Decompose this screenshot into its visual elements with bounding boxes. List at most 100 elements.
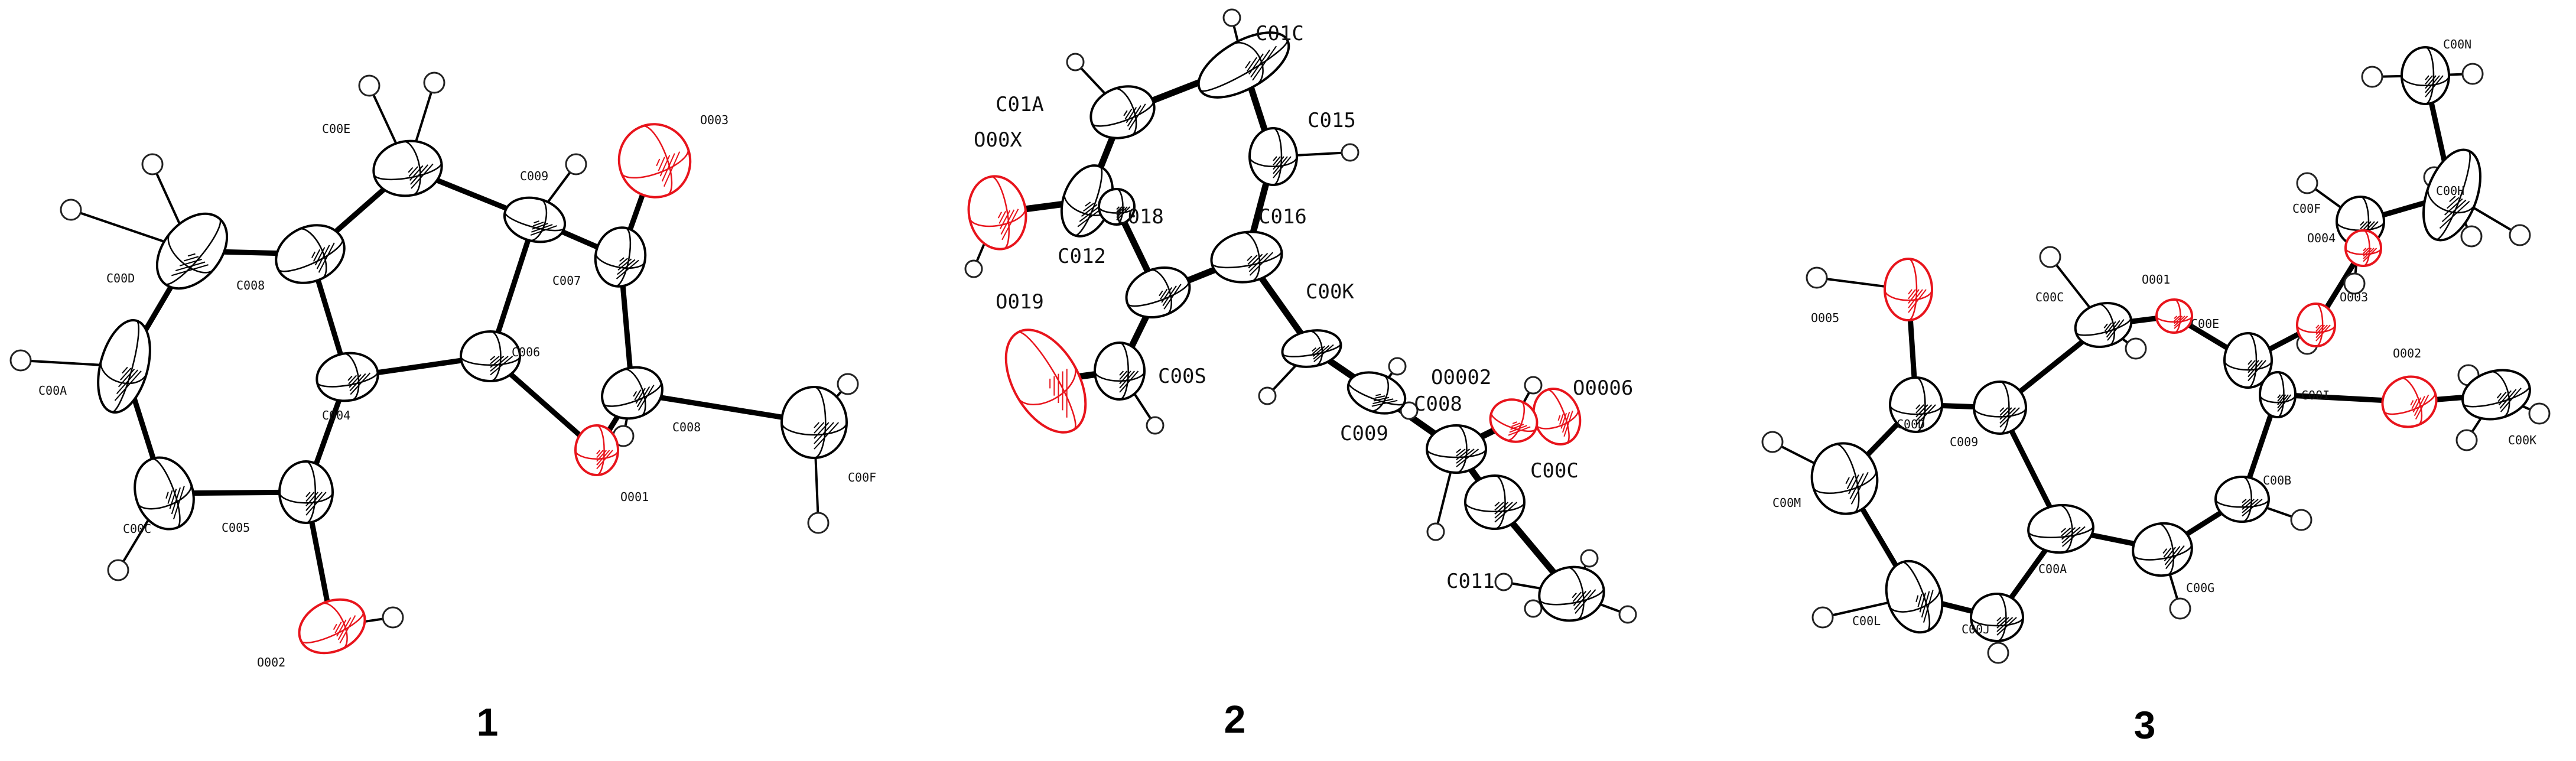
- principal-axis: [1017, 364, 1076, 406]
- ellipsoid: [1089, 85, 1156, 139]
- ellipsoid: [1210, 230, 1283, 284]
- octant-hatch: [1248, 53, 1264, 75]
- hydrogen-atom: [2296, 172, 2318, 194]
- atom-carbon: [2401, 46, 2450, 105]
- principal-axis: [111, 320, 139, 413]
- octant-hatch: [2363, 248, 2375, 259]
- principal-axis: [1970, 617, 2024, 627]
- principal-axis: [2363, 229, 2370, 267]
- octant-hatch: [490, 356, 509, 372]
- octant-hatch: [1996, 617, 2017, 636]
- octant-hatch: [1999, 407, 2005, 412]
- octant-hatch: [658, 157, 665, 171]
- atom-label: O003: [2340, 290, 2368, 304]
- octant-hatch: [1273, 156, 1284, 170]
- hydrogen-atom: [1400, 401, 1419, 420]
- octant-hatch: [2061, 527, 2076, 540]
- octant-hatch: [118, 368, 135, 388]
- octant-hatch: [1123, 110, 1128, 116]
- ellipsoid: [594, 226, 647, 288]
- ellipsoid: [2155, 298, 2193, 334]
- hydrogen-atom: [423, 71, 445, 94]
- octant-hatch: [1049, 378, 1051, 389]
- principal-axis: [2425, 46, 2435, 105]
- octant-hatch: [1509, 425, 1527, 433]
- atom-label: C00F: [2292, 201, 2321, 216]
- octant-hatch: [1494, 502, 1504, 511]
- bond-layer: [972, 17, 1628, 616]
- hydrogen-atom: [1761, 431, 1784, 453]
- octant-hatch: [169, 489, 177, 509]
- octant-hatch: [999, 210, 1011, 229]
- octant-hatch: [1915, 404, 1924, 414]
- octant-hatch: [2248, 360, 2252, 365]
- principal-axis: [321, 602, 348, 650]
- principal-axis: [1273, 127, 1283, 186]
- octant-hatch: [1247, 255, 1253, 261]
- hydrogen-atom: [1258, 386, 1277, 405]
- octant-hatch: [1996, 617, 2014, 632]
- atom-label: C00K: [1306, 280, 1354, 304]
- octant-hatch: [2363, 248, 2377, 262]
- octant-hatch: [2061, 527, 2071, 536]
- octant-hatch: [2061, 526, 2081, 544]
- atom-carbon: [372, 139, 443, 197]
- hydrogen-atom: [837, 373, 859, 395]
- principal-axis: [100, 360, 148, 385]
- atom-carbon: [601, 366, 663, 420]
- octant-hatch: [2174, 316, 2188, 329]
- octant-hatch: [596, 450, 604, 458]
- principal-axis: [1490, 412, 1537, 432]
- atom-label: C00J: [1962, 622, 1990, 636]
- octant-hatch: [490, 356, 500, 365]
- atom-label: C00C: [2035, 290, 2064, 304]
- octant-hatch: [1908, 289, 1916, 300]
- octant-hatch: [1119, 370, 1131, 385]
- octant-hatch: [633, 391, 638, 397]
- octant-hatch: [411, 163, 434, 189]
- octant-hatch: [1273, 156, 1288, 174]
- atom-carbon: [1197, 31, 1290, 99]
- octant-hatch: [2498, 390, 2512, 406]
- octant-hatch: [2174, 316, 2178, 319]
- atom-carbon: [1973, 380, 2027, 435]
- atom-label: C00A: [38, 383, 67, 398]
- octant-hatch: [1563, 410, 1573, 437]
- ellipsoid: [1426, 424, 1487, 474]
- principal-axis: [278, 492, 334, 504]
- atom-label: C00A: [2038, 562, 2067, 576]
- octant-hatch: [1119, 370, 1124, 376]
- octant-hatch: [814, 422, 819, 428]
- atom-label: C00N: [2443, 37, 2471, 51]
- octant-hatch: [1923, 590, 1934, 623]
- principal-axis: [2097, 303, 2115, 346]
- principal-axis: [298, 228, 327, 279]
- atom-carbon: [2027, 503, 2094, 554]
- atom-oxygen: [298, 598, 366, 655]
- hydrogen-atom: [1806, 266, 1828, 289]
- octant-hatch: [1494, 502, 1518, 523]
- principal-axis: [1456, 424, 1468, 474]
- atom-carbon: [2461, 369, 2531, 421]
- octant-hatch: [1058, 373, 1059, 404]
- principal-axis: [167, 232, 214, 274]
- hydrogen-atom: [358, 74, 380, 97]
- octant-hatch: [347, 375, 353, 381]
- octant-hatch: [617, 259, 636, 275]
- octant-hatch: [636, 386, 650, 408]
- atom-carbon: [275, 224, 346, 284]
- octant-hatch: [2315, 324, 2325, 335]
- octant-hatch: [2277, 394, 2284, 402]
- principal-axis: [2490, 370, 2510, 418]
- principal-axis: [1017, 331, 1076, 431]
- principal-axis: [1114, 87, 1137, 136]
- principal-axis: [1149, 269, 1172, 316]
- octant-hatch: [2315, 324, 2331, 342]
- atom-label: O004: [2307, 231, 2336, 245]
- octant-hatch: [2105, 321, 2116, 335]
- ellipsoid: [1884, 258, 1933, 321]
- atom-label: C015: [1307, 109, 1356, 132]
- ellipsoid: [574, 424, 619, 476]
- hydrogen-atom: [1341, 143, 1359, 162]
